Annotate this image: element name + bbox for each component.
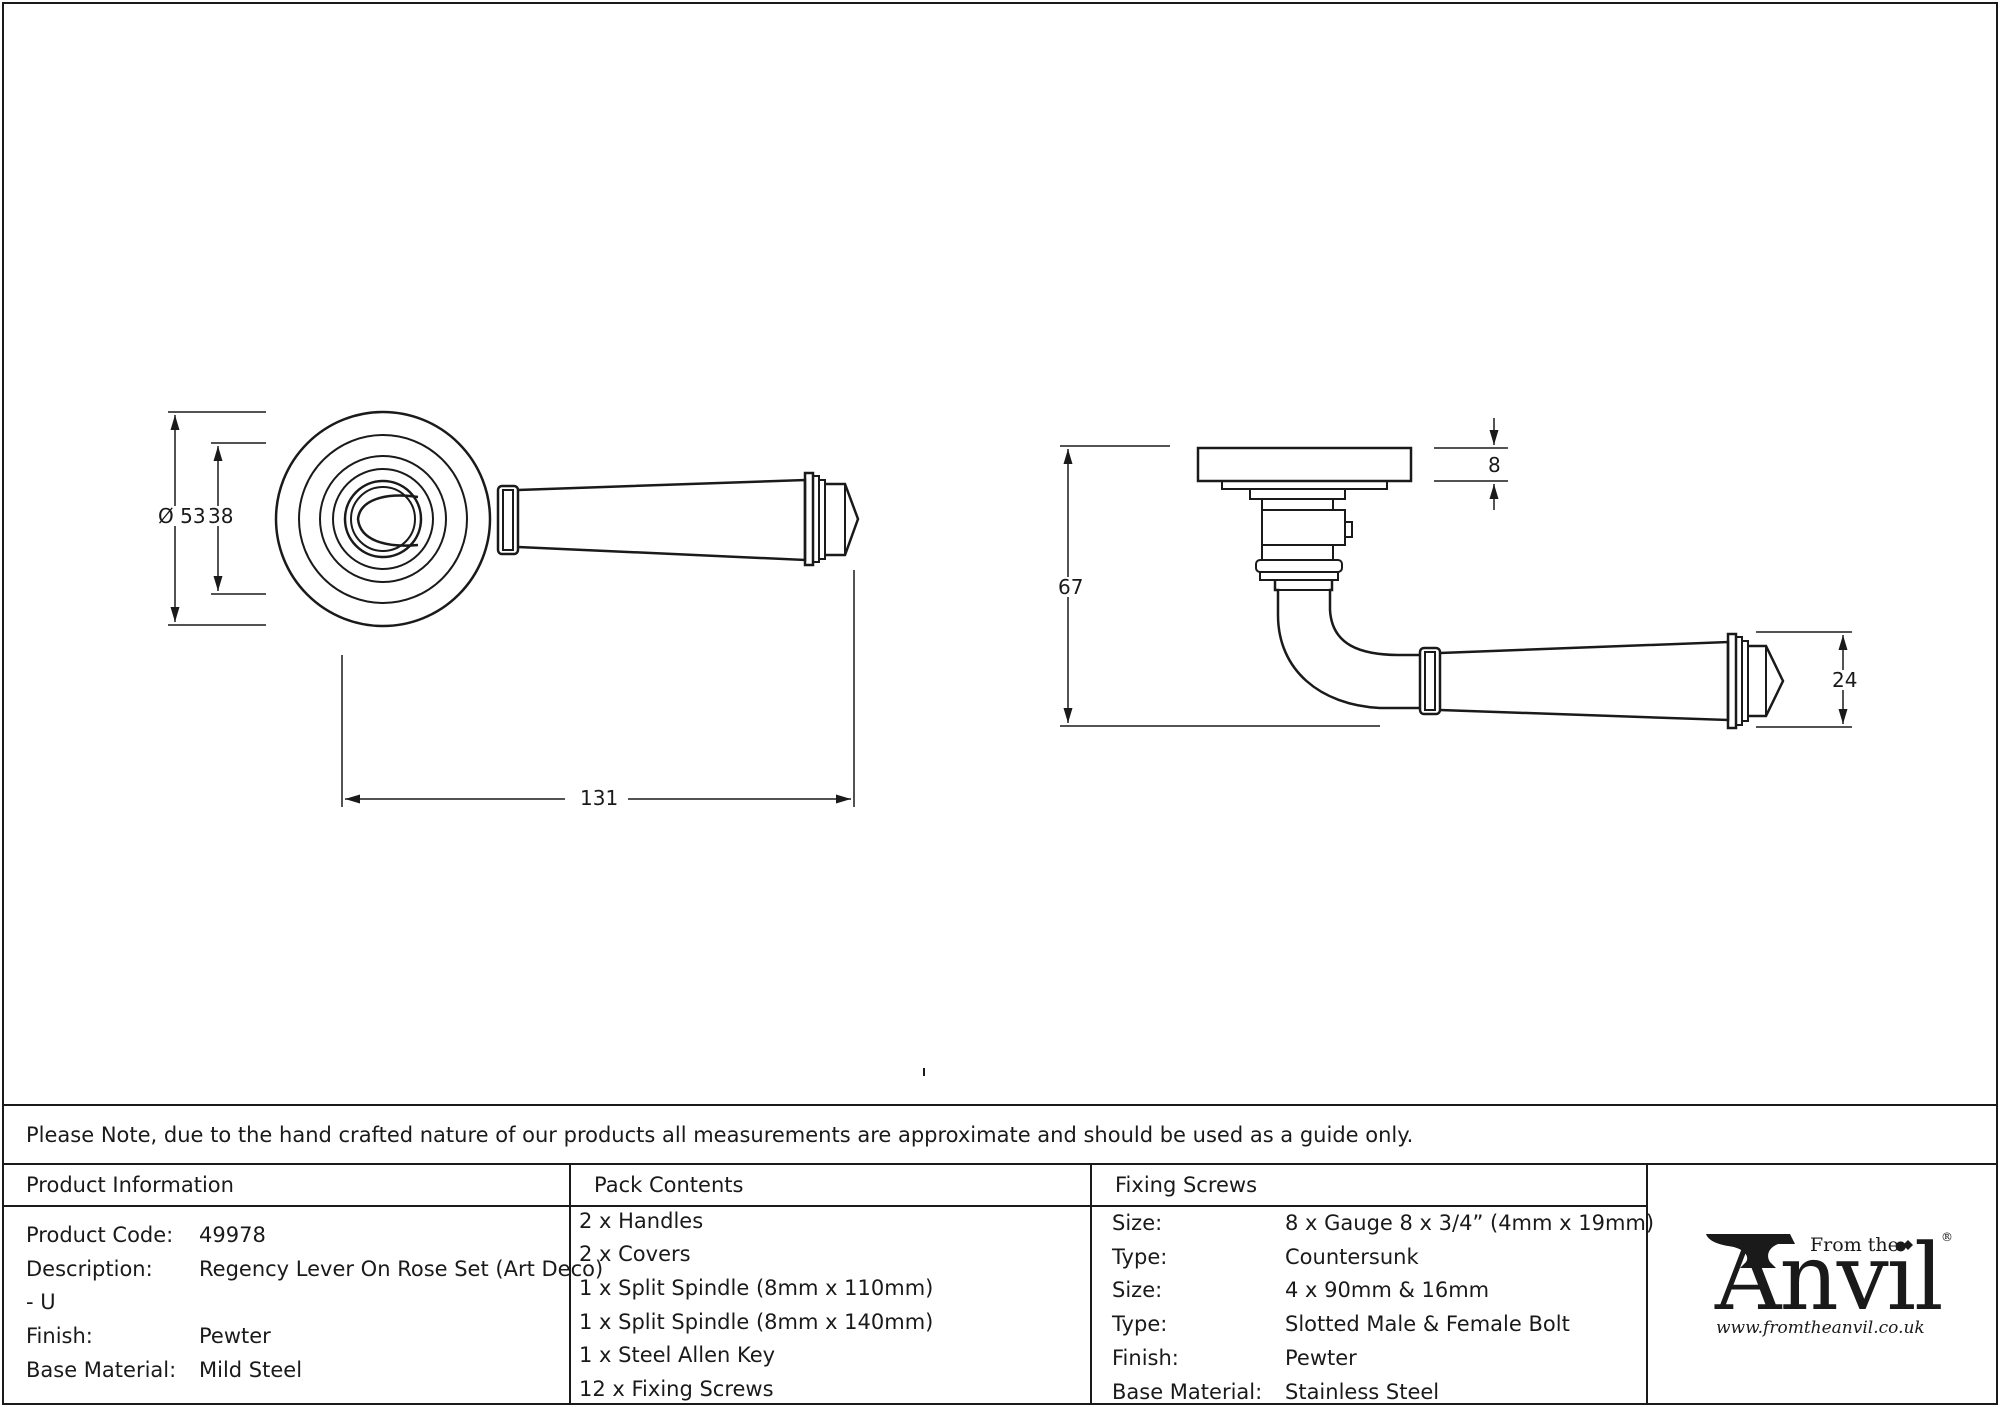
- housing-body: [1261, 498, 1346, 561]
- bolt-type-label: Type:: [1112, 1312, 1168, 1336]
- pack-item: 2 x Covers: [579, 1242, 691, 1266]
- lever-end-ring: [818, 479, 826, 560]
- housing-collar: [1255, 559, 1343, 573]
- lever-collar-ring: [1424, 651, 1436, 711]
- lever-collar-ring: [502, 489, 514, 551]
- rose-ring-circle: [319, 455, 447, 583]
- lever-end-ring: [803, 471, 815, 567]
- rose-boss-circle: [343, 479, 423, 559]
- base-material-value: Mild Steel: [199, 1358, 303, 1382]
- finish-value: Pewter: [199, 1324, 271, 1348]
- lever-body: [517, 478, 807, 562]
- anvil-icon: [1706, 1234, 1795, 1268]
- lever-collar: [1418, 646, 1442, 716]
- lever-collar: [496, 484, 520, 556]
- pack-contents-header: Pack Contents: [594, 1173, 744, 1197]
- rose-ring-circle: [298, 434, 468, 604]
- screw-material-value: Stainless Steel: [1285, 1380, 1440, 1404]
- description-value: Regency Lever On Rose Set (Art Deco): [199, 1257, 604, 1281]
- lever-end-ring: [1726, 632, 1738, 730]
- lever-neck-inner: [1328, 580, 1420, 657]
- logo-anvil: Anvil: [1715, 1224, 1944, 1331]
- screw-finish-value: Pewter: [1285, 1346, 1357, 1370]
- product-code-value: 49978: [199, 1223, 266, 1247]
- lever-neck: [356, 494, 419, 547]
- info-table-grid: [3, 1104, 1997, 1404]
- rose-ring-circle: [332, 468, 434, 570]
- screw-size-label: Size:: [1112, 1211, 1163, 1235]
- logo-url: www.fromtheanvil.co.uk: [1716, 1318, 1925, 1338]
- product-information-header: Product Information: [26, 1173, 234, 1197]
- logo-from-the: From the: [1810, 1234, 1899, 1256]
- measurement-note: Please Note, due to the hand crafted nat…: [26, 1123, 1414, 1147]
- description-label: Description:: [26, 1257, 153, 1281]
- rose-outer-circle: [274, 410, 492, 628]
- screw-type-label: Type:: [1112, 1245, 1168, 1269]
- rose-boss-inner-circle: [350, 486, 416, 552]
- screw-finish-label: Finish:: [1112, 1346, 1179, 1370]
- dim-label-dia53: Ø 53: [156, 504, 208, 528]
- description-value-cont: - U: [26, 1290, 56, 1314]
- dim-label-length: 131: [580, 786, 619, 810]
- lever-end-ring: [1741, 640, 1749, 722]
- dim-label-lever-height: 24: [1830, 668, 1860, 692]
- dim-label-thickness: 8: [1488, 453, 1501, 477]
- logo-registered: ®: [1941, 1230, 1953, 1244]
- dim-label-height: 67: [1056, 575, 1086, 599]
- base-material-label: Base Material:: [26, 1358, 177, 1382]
- screw-type-value: Countersunk: [1285, 1245, 1419, 1269]
- screw-size-value: 8 x Gauge 8 x 3/4” (4mm x 19mm): [1285, 1211, 1655, 1235]
- lever-neck-outer: [1273, 580, 1420, 710]
- front-view: [168, 410, 860, 807]
- pack-item: 2 x Handles: [579, 1209, 704, 1233]
- side-view: [1060, 418, 1852, 730]
- screw-material-label: Base Material:: [1112, 1380, 1263, 1404]
- diamond-icon: [1903, 1240, 1913, 1250]
- bolt-type-value: Slotted Male & Female Bolt: [1285, 1312, 1570, 1336]
- lever-body: [1439, 640, 1730, 722]
- grub-screw: [1344, 521, 1353, 538]
- lever-tip: [825, 482, 860, 557]
- bolt-size-label: Size:: [1112, 1278, 1163, 1302]
- lever-tip: [1748, 644, 1785, 718]
- finish-label: Finish:: [26, 1324, 93, 1348]
- pack-item: 12 x Fixing Screws: [579, 1377, 774, 1401]
- housing-top: [1249, 488, 1346, 500]
- pack-item: 1 x Split Spindle (8mm x 140mm): [579, 1310, 934, 1334]
- dim-label-dia38: 38: [206, 504, 236, 528]
- fixing-screws-header: Fixing Screws: [1115, 1173, 1258, 1197]
- product-code-label: Product Code:: [26, 1223, 174, 1247]
- bolt-size-value: 4 x 90mm & 16mm: [1285, 1278, 1490, 1302]
- pack-item: 1 x Steel Allen Key: [579, 1343, 776, 1367]
- pack-item: 1 x Split Spindle (8mm x 110mm): [579, 1276, 934, 1300]
- housing-collar: [1259, 571, 1339, 581]
- rose-plate: [1196, 446, 1413, 483]
